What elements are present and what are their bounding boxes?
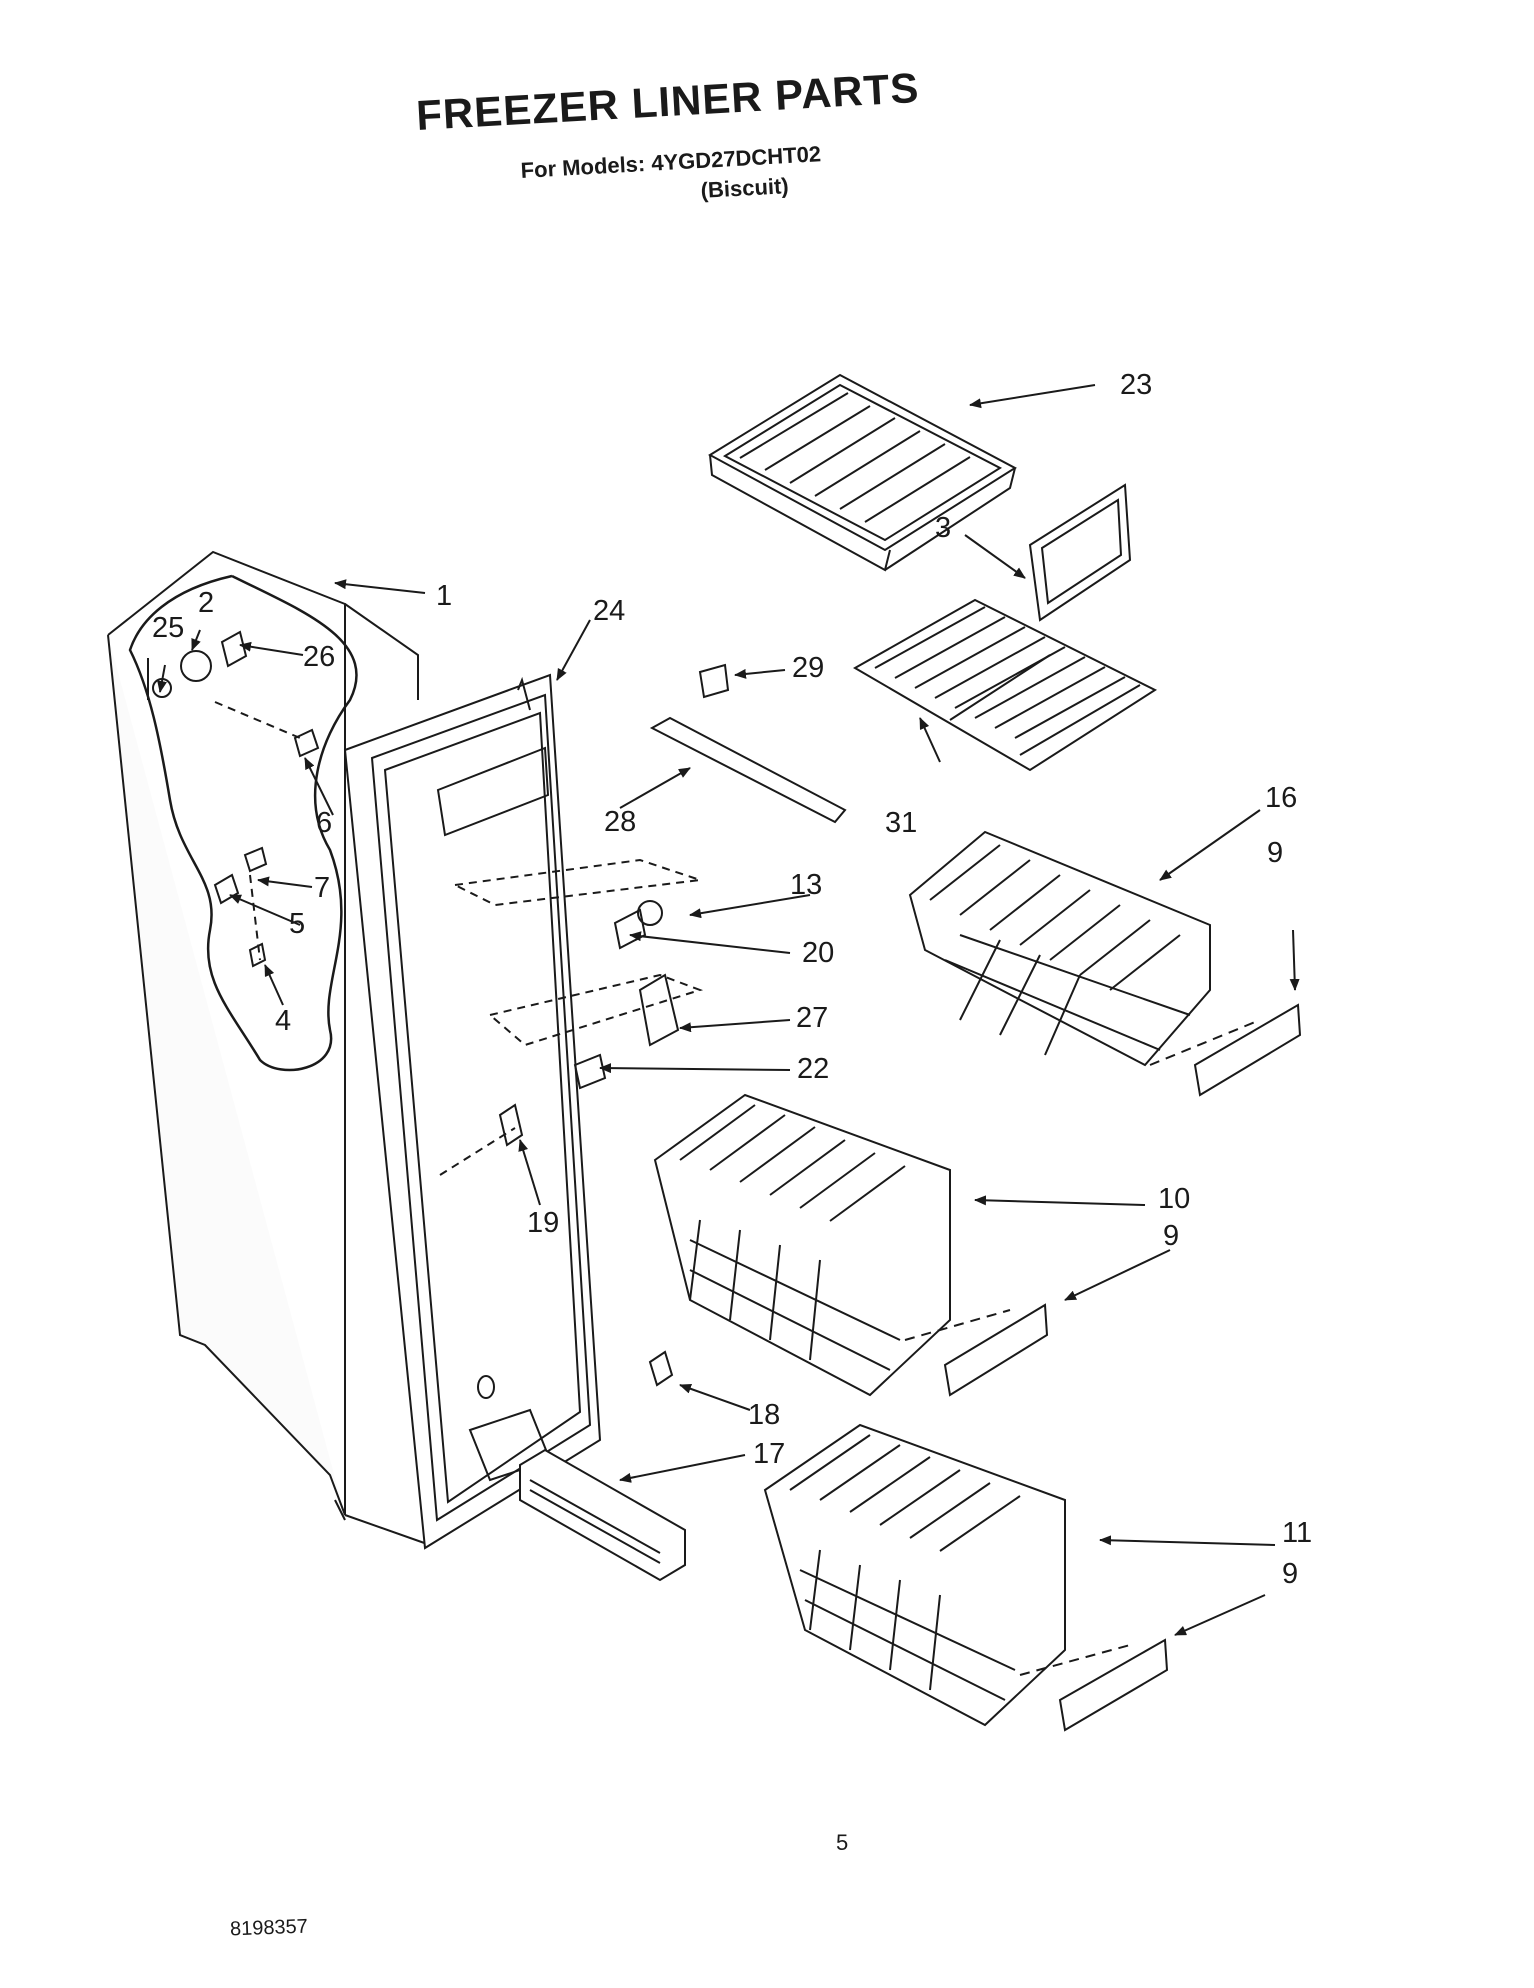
callout-29: 29 — [792, 652, 824, 684]
callout-10: 10 — [1158, 1183, 1190, 1215]
callout-labels: 1 2 3 4 5 6 7 9 9 9 10 11 13 16 17 18 19… — [152, 369, 1312, 1590]
callout-9-bottom: 9 — [1282, 1558, 1298, 1590]
callout-4: 4 — [275, 1005, 291, 1037]
callout-20: 20 — [802, 937, 834, 969]
callout-7: 7 — [314, 872, 330, 904]
callout-3: 3 — [935, 512, 951, 544]
callout-28: 28 — [604, 806, 636, 838]
wire-basket-middle — [653, 1093, 951, 1397]
shelf-glass — [1028, 483, 1132, 622]
hardware-parts — [152, 630, 730, 1387]
callout-13: 13 — [790, 869, 822, 901]
callout-17: 17 — [753, 1438, 785, 1470]
wire-basket-top — [908, 830, 1211, 1067]
lower-vent-grille — [519, 1448, 686, 1582]
callout-9-middle: 9 — [1163, 1220, 1179, 1252]
callout-6: 6 — [316, 807, 332, 839]
callout-31: 31 — [885, 807, 917, 839]
callout-25: 25 — [152, 612, 184, 644]
callout-24: 24 — [593, 595, 625, 627]
liner-frame — [343, 673, 602, 1550]
callout-1: 1 — [436, 580, 452, 612]
callout-26: 26 — [303, 641, 335, 673]
callout-11: 11 — [1282, 1517, 1312, 1549]
shelf-support-rail — [649, 716, 847, 824]
callout-23: 23 — [1120, 369, 1152, 401]
callout-22: 22 — [797, 1053, 829, 1085]
document-code: 8198357 — [229, 1915, 309, 1941]
wire-basket-bottom — [763, 1423, 1066, 1727]
glass-shelf-frame — [708, 373, 1017, 572]
callout-27: 27 — [796, 1002, 828, 1034]
callout-19: 19 — [527, 1207, 559, 1239]
page-number: 5 — [836, 1830, 849, 1855]
wire-shelf — [852, 598, 1158, 772]
callout-5: 5 — [289, 908, 305, 940]
basket-trim-pieces — [904, 1003, 1302, 1732]
callout-9-top: 9 — [1267, 837, 1283, 869]
callout-18: 18 — [748, 1399, 780, 1431]
leader-arrows — [157, 384, 1300, 1636]
callout-2: 2 — [198, 587, 214, 619]
freezer-liner — [107, 550, 431, 1546]
callout-16: 16 — [1265, 782, 1297, 814]
